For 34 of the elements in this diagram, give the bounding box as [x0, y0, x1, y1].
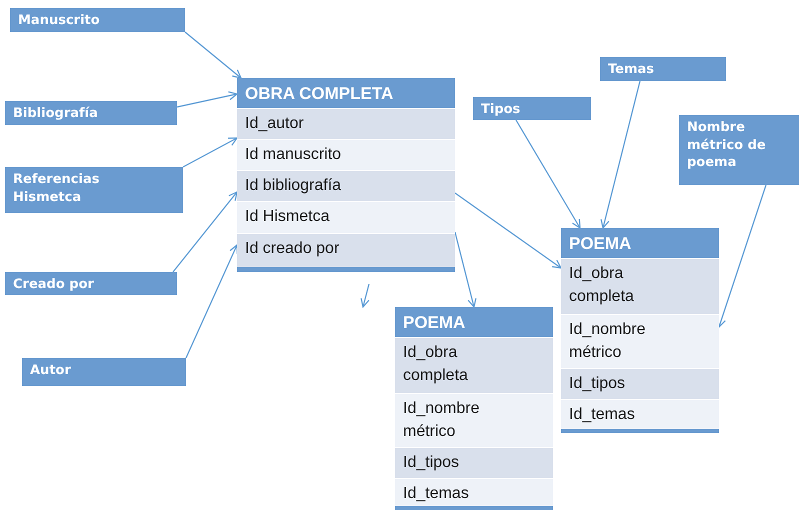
table-row: Id creado por: [237, 233, 455, 267]
arrow: [185, 244, 238, 358]
label-box: Creado por: [5, 272, 177, 295]
label-box: Manuscrito: [10, 8, 185, 32]
arrow: [454, 192, 562, 269]
table-row: Id manuscrito: [237, 139, 455, 170]
table-row: Id_temas: [395, 478, 553, 506]
arrow: [515, 120, 581, 229]
table-row: Id_tipos: [561, 368, 719, 399]
label-box: Temas: [600, 57, 726, 81]
table-row: Id_temas: [561, 399, 719, 429]
label-box: Nombre métrico de poema: [679, 115, 799, 185]
table-row: Id_nombre métrico: [561, 314, 719, 368]
arrow: [600, 80, 641, 229]
label-box: Autor: [22, 358, 186, 386]
entity-table: OBRA COMPLETA Id_autor Id manuscrito Id bibliografía Id Hismetca Id creado por: [237, 78, 455, 272]
arrow: [184, 32, 242, 79]
table-row: Id_tipos: [395, 447, 553, 478]
arrow: [454, 232, 477, 308]
table-row: Id_obra completa: [561, 258, 719, 314]
label-box: Referencias Hismetca: [5, 167, 183, 213]
arrow: [176, 91, 238, 108]
arrow: [717, 184, 767, 328]
table-row: Id bibliografía: [237, 170, 455, 201]
arrow: [182, 137, 238, 168]
table-row: Id_nombre métrico: [395, 393, 553, 447]
label-box: Bibliografía: [5, 101, 177, 125]
table-row: Id_autor: [237, 108, 455, 139]
table-row: Id Hismetca: [237, 201, 455, 233]
entity-table: POEMA Id_obra completa Id_nombre métrico Id_tipos Id_temas: [395, 307, 553, 510]
entity-table: POEMA Id_obra completa Id_nombre métrico Id_tipos Id_temas: [561, 228, 719, 433]
arrow: [172, 191, 238, 272]
label-box: Tipos: [473, 97, 591, 120]
table-row: Id_obra completa: [395, 337, 553, 393]
